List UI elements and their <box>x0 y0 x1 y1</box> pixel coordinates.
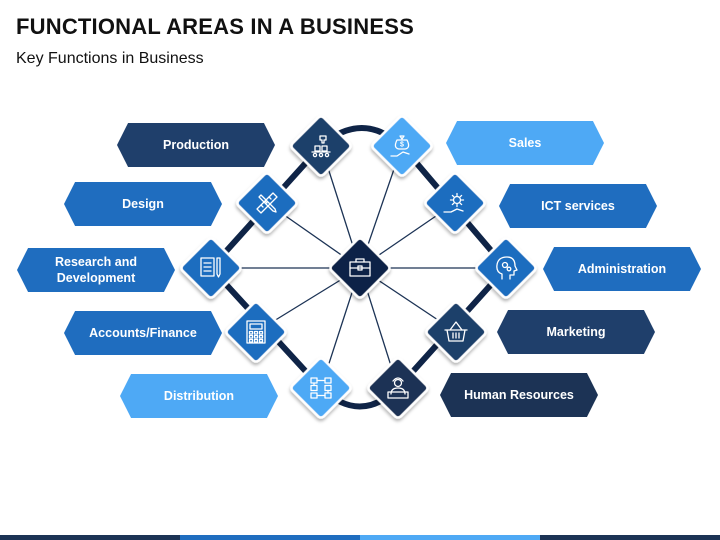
bottom-bar-segment <box>180 535 360 540</box>
worker-laptop-icon <box>387 377 409 399</box>
function-label-text: Administration <box>577 262 667 276</box>
node-production <box>290 115 352 177</box>
node-diamond <box>180 237 242 299</box>
ruler-pencil-icon <box>256 192 278 214</box>
function-label-text: Accounts/Finance <box>89 326 197 340</box>
gear-hand-icon <box>443 192 465 213</box>
node-ict-services <box>424 172 486 234</box>
node-diamond <box>475 237 537 299</box>
function-label-text: Production <box>163 138 229 152</box>
head-gears-icon <box>496 256 518 280</box>
node-diamond <box>425 301 487 363</box>
function-label-text: Sales <box>508 136 542 150</box>
page-subtitle: Key Functions in Business <box>16 50 204 67</box>
function-label-text: Marketing <box>546 325 606 339</box>
function-label-administration: Administration <box>543 247 701 291</box>
function-label-research-and: Research and Development <box>17 248 175 292</box>
bottom-bar-segment <box>540 535 720 540</box>
node-marketing <box>425 301 487 363</box>
function-label-distribution: Distribution <box>120 374 278 418</box>
node-design <box>236 172 298 234</box>
function-label-text: Design <box>122 197 164 211</box>
document-pen-icon <box>200 257 221 278</box>
function-label-ict-services: ICT services <box>499 184 657 228</box>
node-research-and <box>180 237 242 299</box>
conveyor-belt-icon <box>311 135 331 158</box>
flowchart-icon <box>310 377 332 399</box>
node-administration <box>475 237 537 299</box>
function-label-text: Distribution <box>163 389 235 403</box>
bottom-accent-bar <box>0 535 720 540</box>
money-bag-hand-icon: $ <box>390 135 410 157</box>
node-diamond <box>371 115 433 177</box>
calculator-icon <box>246 320 266 344</box>
briefcase-icon <box>349 258 371 277</box>
shopping-basket-icon <box>444 321 468 342</box>
function-label-production: Production <box>117 123 275 167</box>
function-label-marketing: Marketing <box>497 310 655 354</box>
svg-text:$: $ <box>400 142 404 149</box>
function-label-human-resources: Human Resources <box>440 373 598 417</box>
node-distribution <box>290 357 352 419</box>
node-human-resources <box>367 357 429 419</box>
function-label-text: Research and Development <box>55 255 137 285</box>
node-diamond <box>290 357 352 419</box>
bottom-bar-segment <box>360 535 540 540</box>
node-sales: $ <box>371 115 433 177</box>
bottom-bar-segment <box>0 535 180 540</box>
function-label-text: Human Resources <box>464 388 574 402</box>
page-title: FUNCTIONAL AREAS IN A BUSINESS <box>16 14 414 39</box>
center-node <box>329 237 391 299</box>
function-label-text: ICT services <box>541 199 615 213</box>
function-label-accounts-finance: Accounts/Finance <box>64 311 222 355</box>
function-label-sales: Sales <box>446 121 604 165</box>
node-accounts-finance <box>225 301 287 363</box>
node-diamond <box>290 115 352 177</box>
function-label-design: Design <box>64 182 222 226</box>
